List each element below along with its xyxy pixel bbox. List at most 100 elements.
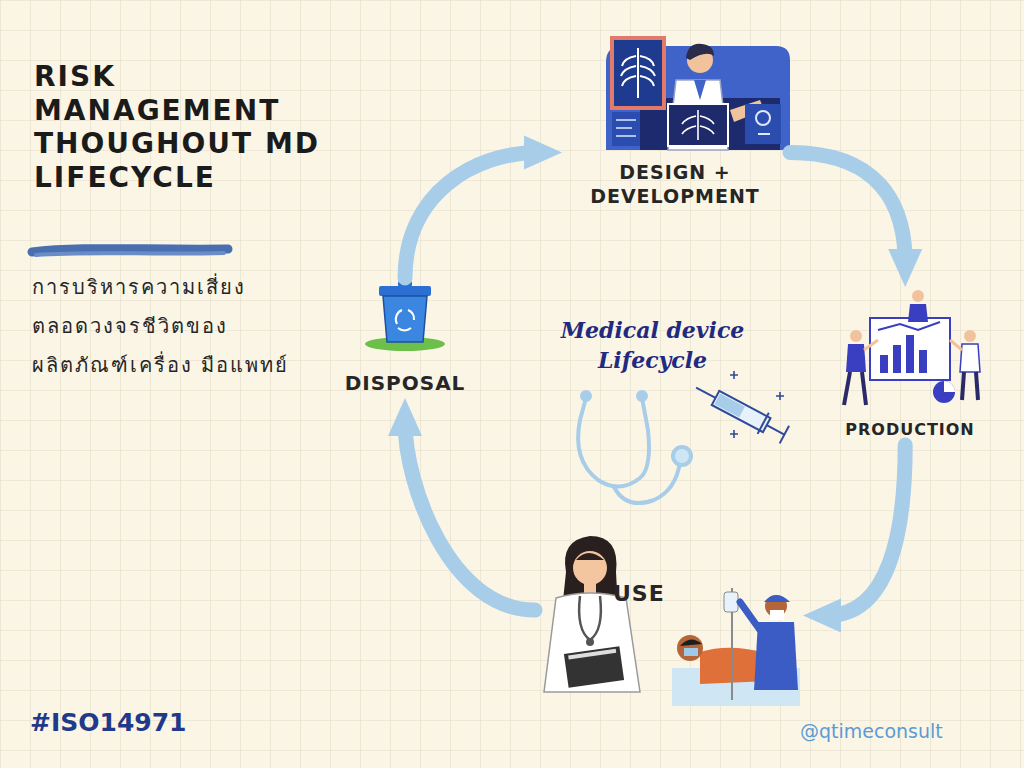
syringe-drawing-part xyxy=(780,426,789,444)
production-illustration-part xyxy=(912,290,924,302)
design-illustration-part-part xyxy=(622,56,654,66)
design-illustration-part xyxy=(668,80,728,150)
use-illustration-part xyxy=(770,610,784,620)
use-illustration-part xyxy=(564,646,624,687)
design-illustration-part xyxy=(682,110,714,140)
syringe-drawing-part xyxy=(758,413,769,434)
syringe-drawing-part xyxy=(696,388,715,398)
production-illustration-part xyxy=(846,344,866,372)
production-illustration-part xyxy=(880,355,888,373)
production-illustration-part xyxy=(864,340,878,350)
bin-illustration-part xyxy=(379,286,431,296)
use-illustration-part xyxy=(677,635,703,661)
cycle-arrow xyxy=(405,152,538,278)
production-illustration-part xyxy=(893,345,901,373)
design-illustration-part-part xyxy=(616,120,636,136)
cycle-arrow xyxy=(405,422,535,610)
hashtag: #ISO14971 xyxy=(30,708,290,737)
design-illustration-part-part xyxy=(697,110,699,140)
production-illustration-part xyxy=(908,304,928,322)
sparkle-marks-part xyxy=(776,392,784,400)
production-illustration-part xyxy=(964,330,976,342)
production-illustration-part xyxy=(870,318,950,380)
sparkle-marks-part xyxy=(730,371,738,379)
production-illustration-part xyxy=(933,381,955,403)
use-illustration-part xyxy=(586,638,594,646)
stage-disposal: DISPOSAL xyxy=(330,278,480,400)
subtitle-thai: การบริหารความเสี่ยง ตลอดวงจรชีวิตของ ผลิ… xyxy=(32,268,312,385)
production-illustration-part xyxy=(962,372,978,400)
design-illustration-part-part xyxy=(621,66,655,76)
stethoscope-drawing-part xyxy=(614,462,680,503)
design-illustration-part xyxy=(621,48,655,98)
bin-illustration-part-part xyxy=(396,310,402,324)
design-illustration-part-part xyxy=(622,76,654,86)
use-illustration-part xyxy=(576,553,604,560)
brush-underline-part xyxy=(36,253,224,255)
design-illustration-part xyxy=(616,120,636,136)
bin-illustration-part-part xyxy=(398,328,411,330)
design-illustration-part xyxy=(694,80,706,100)
design-illustration-part xyxy=(756,111,770,125)
stage-label: PRODUCTION xyxy=(830,420,990,441)
design-illustration-part xyxy=(612,112,640,146)
syringe-drawing xyxy=(690,377,790,445)
stage-label: DISPOSAL xyxy=(330,370,480,396)
use-illustration-part xyxy=(764,595,790,602)
cycle-arrow xyxy=(790,152,905,263)
production-illustration-part xyxy=(906,335,914,373)
design-illustration-part xyxy=(668,104,728,146)
design-illustration-part xyxy=(686,44,714,60)
use-illustration-part xyxy=(684,648,698,656)
use-illustration-part xyxy=(740,602,760,630)
design-illustration-part xyxy=(758,133,770,135)
design-illustration-part xyxy=(612,38,664,108)
production-illustration-part xyxy=(960,344,980,372)
bin-illustration-part xyxy=(383,296,427,342)
account-handle: @qtimeconsult xyxy=(800,720,1000,742)
stethoscope-drawing xyxy=(578,392,691,503)
production-illustration-part xyxy=(844,372,866,405)
stethoscope-drawing-part xyxy=(673,447,691,465)
production-illustration-part xyxy=(878,322,940,330)
production-illustration-part xyxy=(950,340,962,350)
stage-label: USE xyxy=(613,580,665,609)
use-illustration-part xyxy=(544,593,640,692)
brush-underline xyxy=(32,249,228,255)
stethoscope-drawing-part xyxy=(638,392,646,400)
production-illustration-part xyxy=(850,330,862,342)
title: RISK MANAGEMENT THOUGHOUT MD LIFECYCLE xyxy=(34,60,324,194)
stage-label: DESIGN + DEVELOPMENT xyxy=(560,160,790,209)
stethoscope-drawing-part xyxy=(578,398,649,487)
production-illustration xyxy=(844,290,980,405)
use-illustration-part xyxy=(584,582,596,594)
use-illustration-part xyxy=(573,551,607,585)
center-label: Medical device Lifecycle xyxy=(545,316,760,375)
stage-production: PRODUCTION xyxy=(830,285,990,445)
design-illustration-part-part xyxy=(637,48,639,98)
production-illustration-part xyxy=(944,381,955,392)
sparkle-marks xyxy=(730,371,784,438)
design-illustration xyxy=(606,38,790,150)
bin-illustration-part-part xyxy=(408,310,414,320)
use-illustration-part xyxy=(579,596,601,640)
sparkle-marks-part xyxy=(730,430,738,438)
use-illustration-part xyxy=(568,649,616,660)
stage-use: USE xyxy=(535,530,805,712)
production-illustration-part xyxy=(919,350,927,373)
design-illustration-part xyxy=(745,104,781,144)
stethoscope-drawing-part xyxy=(582,392,590,400)
design-illustration-part-part xyxy=(682,116,714,134)
stage-design: DESIGN + DEVELOPMENT xyxy=(560,35,790,213)
cycle-arrow xyxy=(827,445,905,616)
syringe-drawing-part xyxy=(714,394,744,418)
use-illustration xyxy=(544,536,800,706)
syringe-drawing-part xyxy=(767,425,785,434)
bin-illustration-part xyxy=(396,310,414,330)
use-illustration-part xyxy=(680,639,702,646)
use-illustration-part xyxy=(724,592,738,612)
